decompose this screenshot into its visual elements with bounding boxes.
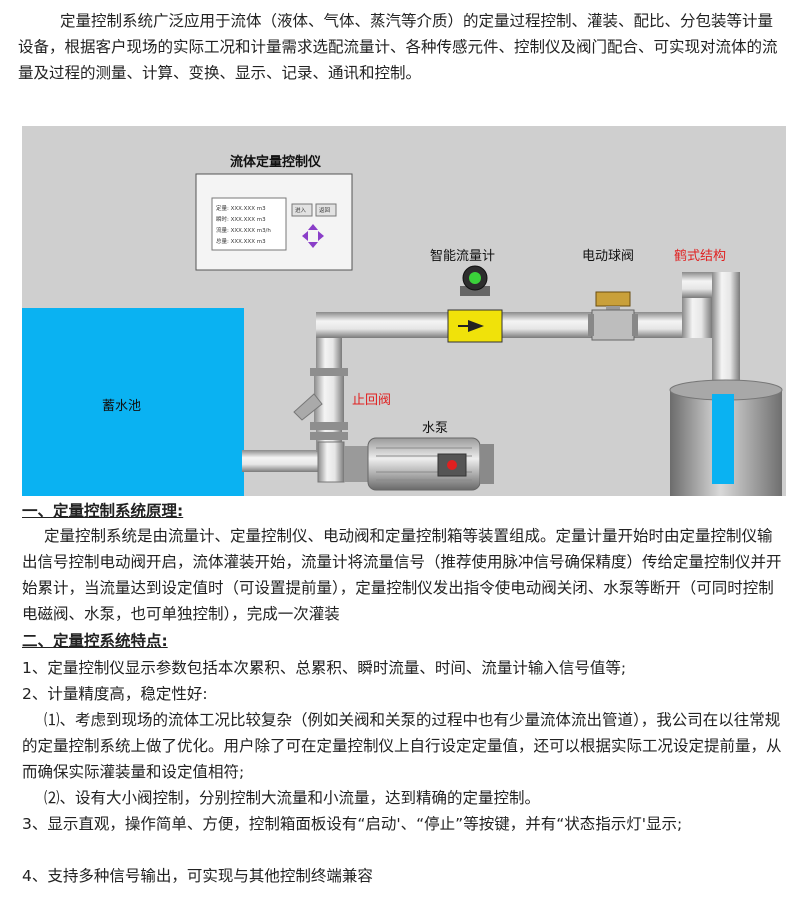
main-pipe	[316, 312, 716, 338]
pump-label: 水泵	[422, 421, 448, 436]
electric-ball-valve	[588, 291, 638, 341]
crane-down-pipe	[712, 272, 740, 390]
section2-title: 二、定量控系统特点:	[22, 632, 168, 650]
flow-control-diagram: 蓄水池 止回阀 水泵 智能流量计	[22, 126, 786, 496]
crane-label: 鹤式结构	[674, 248, 726, 264]
flowmeter-label: 智能流量计	[430, 249, 495, 264]
reservoir	[22, 308, 244, 496]
item-4: 4、支持多种信号输出，可实现与其他控制终端兼容	[22, 867, 373, 885]
check-valve-label: 止回阀	[352, 393, 391, 408]
section1-body: 定量控制系统是由流量计、定量控制仪、电动阀和定量控制箱等装置组成。定量计量开始时…	[22, 527, 782, 623]
back-button-label: 返回	[319, 207, 331, 214]
check-valve	[293, 368, 348, 440]
ball-valve-label: 电动球阀	[582, 249, 634, 264]
arrow-right-icon	[318, 231, 324, 241]
arrow-left-icon	[302, 231, 308, 241]
item-2: 2、计量精度高，稳定性好:	[22, 685, 208, 703]
item-2b: ⑵、设有大小阀控制，分别控制大流量和小流量，达到精确的定量控制。	[44, 789, 541, 807]
display-line-4: 总量: XXX.XXX m3	[216, 237, 266, 245]
enter-button[interactable]	[291, 203, 313, 217]
filling-tank	[669, 379, 783, 496]
item-2a: ⑴、考虑到现场的流体工况比较复杂（例如关阀和关泵的过程中也有少量流体流出管道），…	[22, 711, 782, 781]
back-button[interactable]	[315, 203, 337, 217]
controller-box: 定量: XXX.XXX m3 瞬时: XXX.XXX m3 流量: XXX.XX…	[195, 173, 353, 271]
arrow-down-icon	[308, 242, 318, 248]
intro-paragraph: 定量控制系统广泛应用于流体（液体、气体、蒸汽等介质）的定量过程控制、灌装、配比、…	[18, 12, 778, 82]
display-line-2: 瞬时: XXX.XXX m3	[216, 215, 266, 223]
reservoir-label: 蓄水池	[102, 399, 141, 414]
controller-title: 流体定量控制仪	[230, 154, 322, 170]
enter-button-label: 进入	[295, 206, 307, 214]
display-line-3: 流量: XXX.XXX m3/h	[216, 226, 271, 234]
flowmeter	[447, 265, 503, 343]
display-line-1: 定量: XXX.XXX m3	[216, 204, 266, 212]
inlet-pipe	[242, 450, 322, 472]
section1-title: 一、定量控制系统原理:	[22, 502, 184, 520]
arrow-up-icon	[308, 224, 318, 230]
item-3: 3、显示直观，操作简单、方便，控制箱面板设有“启动'、“停止”等按键，并有“状态…	[22, 815, 683, 833]
item-1: 1、定量控制仪显示参数包括本次累积、总累积、瞬时流量、时间、流量计输入信号值等;	[22, 659, 627, 677]
water-pump	[317, 437, 494, 491]
